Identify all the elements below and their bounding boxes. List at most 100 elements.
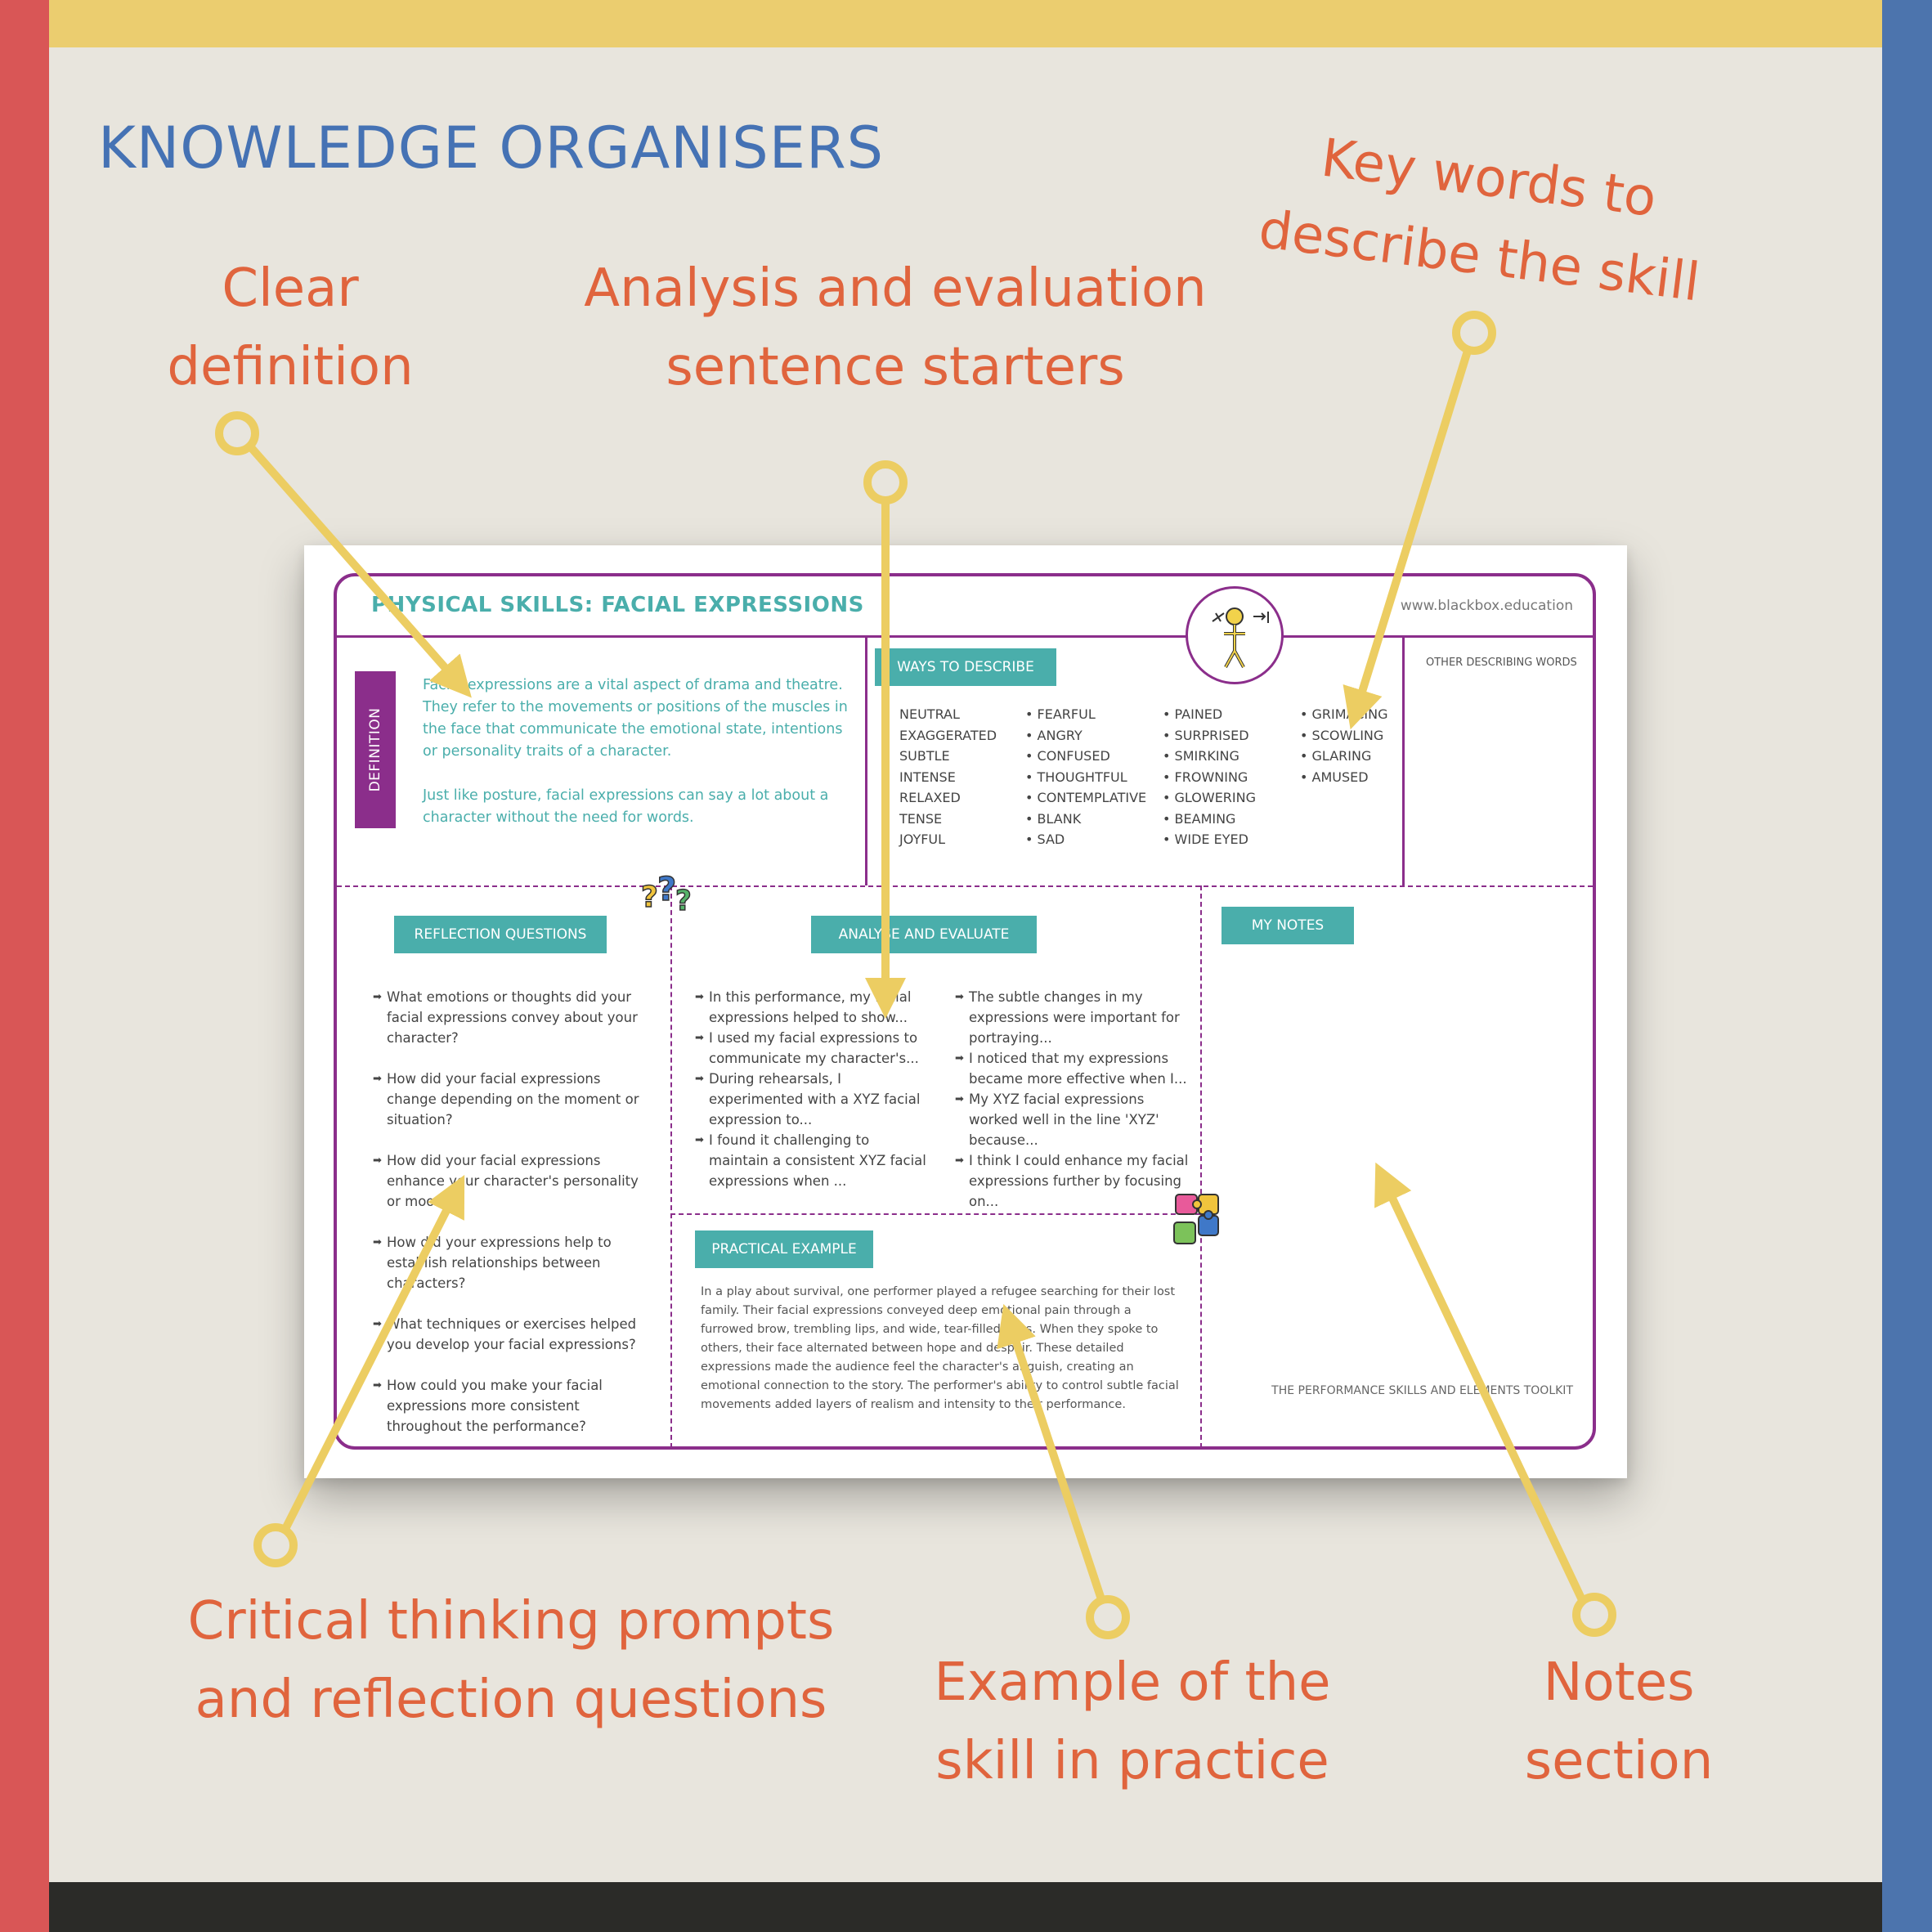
words-divider <box>1402 635 1405 885</box>
list-item: How did your facial expressions change d… <box>373 1069 643 1130</box>
list-item: The subtle changes in my expressions wer… <box>955 987 1192 1048</box>
list-item: How could you make your facial expressio… <box>373 1375 643 1437</box>
analyse-evaluate-label: ANALYSE AND EVALUATE <box>811 916 1037 953</box>
notes-anchor <box>1572 1593 1616 1637</box>
describe-word: BLANK <box>1037 810 1082 827</box>
describe-word: THOUGHTFUL <box>1037 769 1127 785</box>
ways-to-describe-label: WAYS TO DESCRIBE <box>875 648 1056 686</box>
svg-text:?: ? <box>675 885 692 917</box>
reflection-divider <box>670 885 672 1448</box>
describe-word: SCOWLING <box>1311 727 1384 743</box>
definition-paragraph: Just like posture, facial expressions ca… <box>423 787 829 826</box>
list-item: I used my facial expressions to communic… <box>695 1028 932 1069</box>
describe-word: FEARFUL <box>1037 706 1096 722</box>
callout-line: Example of the <box>934 1652 1331 1713</box>
describe-word: SMIRKING <box>1174 748 1239 764</box>
describe-word: CONTEMPLATIVE <box>1037 790 1147 805</box>
list-item: I think I could enhance my facial expres… <box>955 1150 1192 1212</box>
describe-word: GLOWERING <box>1174 790 1256 805</box>
describe-word: WIDE EYED <box>1174 832 1248 847</box>
reflection-questions-list: What emotions or thoughts did your facia… <box>373 987 643 1457</box>
describe-word: FROWNING <box>1174 769 1248 785</box>
practical-example-text: In a play about survival, one performer … <box>701 1285 1179 1411</box>
callout-line: Analysis and evaluation <box>584 258 1207 319</box>
describe-word: GLARING <box>1311 748 1372 764</box>
sheet-frame <box>334 573 1596 1450</box>
my-notes-label: MY NOTES <box>1222 907 1354 944</box>
callout-line: skill in practice <box>935 1731 1329 1791</box>
definition-label: DEFINITION <box>367 707 383 792</box>
definition-tab: DEFINITION <box>355 671 396 828</box>
describe-word: CONFUSED <box>1037 748 1110 764</box>
describe-word: SUBTLE <box>899 748 950 764</box>
svg-text:?: ? <box>657 871 676 908</box>
describe-word: PAINED <box>1174 706 1223 722</box>
callout-analysis: Analysis and evaluation sentence starter… <box>556 249 1235 406</box>
callout-line: Critical thinking prompts <box>187 1591 835 1652</box>
sheet-title: PHYSICAL SKILLS: FACIAL EXPRESSIONS <box>371 593 864 617</box>
list-item: I found it challenging to maintain a con… <box>695 1130 932 1191</box>
callout-keywords: Key words to describe the skill <box>1235 110 1733 325</box>
svg-text:?: ? <box>641 881 658 914</box>
question-marks-icon: ? ? ? <box>639 870 698 918</box>
header-divider <box>337 635 1593 638</box>
callout-definition: Clear definition <box>131 249 450 406</box>
analyse-starters-left: In this performance, my facial expressio… <box>695 987 932 1191</box>
notes-divider <box>1200 885 1202 1448</box>
describe-word: TENSE <box>899 810 943 827</box>
callout-line: Clear <box>222 258 359 319</box>
describe-word: BEAMING <box>1174 810 1236 827</box>
list-item: In this performance, my facial expressio… <box>695 987 932 1028</box>
definition-text: Facial expressions are a vital aspect of… <box>423 675 856 851</box>
definition-paragraph: Facial expressions are a vital aspect of… <box>423 677 848 760</box>
list-item: What emotions or thoughts did your facia… <box>373 987 643 1048</box>
example-anchor <box>1086 1595 1130 1639</box>
describe-word: EXAGGERATED <box>899 727 997 743</box>
describe-word: RELAXED <box>899 790 961 805</box>
describe-word: SURPRISED <box>1174 727 1249 743</box>
facial-expression-figure-icon <box>1186 586 1284 684</box>
list-item: I noticed that my expressions became mor… <box>955 1048 1192 1089</box>
sheet-url: www.blackbox.education <box>1400 598 1573 614</box>
list-item: My XYZ facial expressions worked well in… <box>955 1089 1192 1150</box>
right-color-bar <box>1882 0 1932 1932</box>
keywords-anchor <box>1452 311 1496 355</box>
describe-word: GRIMACING <box>1311 706 1388 722</box>
analysis-anchor <box>863 460 908 504</box>
bottom-color-bar <box>49 1882 1882 1932</box>
describe-words-column: NEUTRAL EXAGGERATED SUBTLE INTENSE RELAX… <box>899 704 997 850</box>
callout-line: and reflection questions <box>195 1670 827 1730</box>
toolkit-footer: THE PERFORMANCE SKILLS AND ELEMENTS TOOL… <box>1271 1384 1573 1397</box>
describe-words-column: • PAINED • SURPRISED • SMIRKING • FROWNI… <box>1163 706 1256 847</box>
callout-notes: Notes section <box>1496 1643 1741 1800</box>
page-title: KNOWLEDGE ORGANISERS <box>98 114 885 182</box>
describe-words-column: • FEARFUL • ANGRY • CONFUSED • THOUGHTFU… <box>1025 706 1147 847</box>
middle-divider <box>337 885 1593 887</box>
other-describing-words-label: OTHER DESCRIBING WORDS <box>1426 657 1577 669</box>
describe-word: SAD <box>1037 832 1065 847</box>
callout-example: Example of the skill in practice <box>916 1643 1349 1800</box>
describe-words-column: • GRIMACING • SCOWLING • GLARING • AMUSE… <box>1300 706 1388 785</box>
definition-anchor <box>215 411 259 455</box>
list-item: How did your facial expressions enhance … <box>373 1150 643 1212</box>
describe-word: NEUTRAL <box>899 706 960 722</box>
practical-example-label: PRACTICAL EXAMPLE <box>695 1230 873 1268</box>
practical-divider <box>670 1213 1200 1215</box>
list-item: What techniques or exercises helped you … <box>373 1314 643 1355</box>
top-color-bar <box>49 0 1882 47</box>
list-item: During rehearsals, I experimented with a… <box>695 1069 932 1130</box>
callout-line: Notes <box>1543 1652 1695 1713</box>
describe-word: INTENSE <box>899 769 956 785</box>
left-color-bar <box>0 0 49 1932</box>
describe-word: AMUSED <box>1311 769 1369 785</box>
analyse-starters-right: The subtle changes in my expressions wer… <box>955 987 1192 1212</box>
describe-word: JOYFUL <box>899 832 946 847</box>
describe-word: ANGRY <box>1037 727 1083 743</box>
knowledge-organiser-sheet: PHYSICAL SKILLS: FACIAL EXPRESSIONS www.… <box>304 545 1627 1478</box>
callout-line: section <box>1524 1731 1714 1791</box>
callout-line: definition <box>167 337 414 397</box>
definition-divider <box>865 635 867 885</box>
reflection-questions-label: REFLECTION QUESTIONS <box>394 916 607 953</box>
list-item: How did your expressions help to establi… <box>373 1232 643 1293</box>
critical-anchor <box>253 1523 298 1567</box>
